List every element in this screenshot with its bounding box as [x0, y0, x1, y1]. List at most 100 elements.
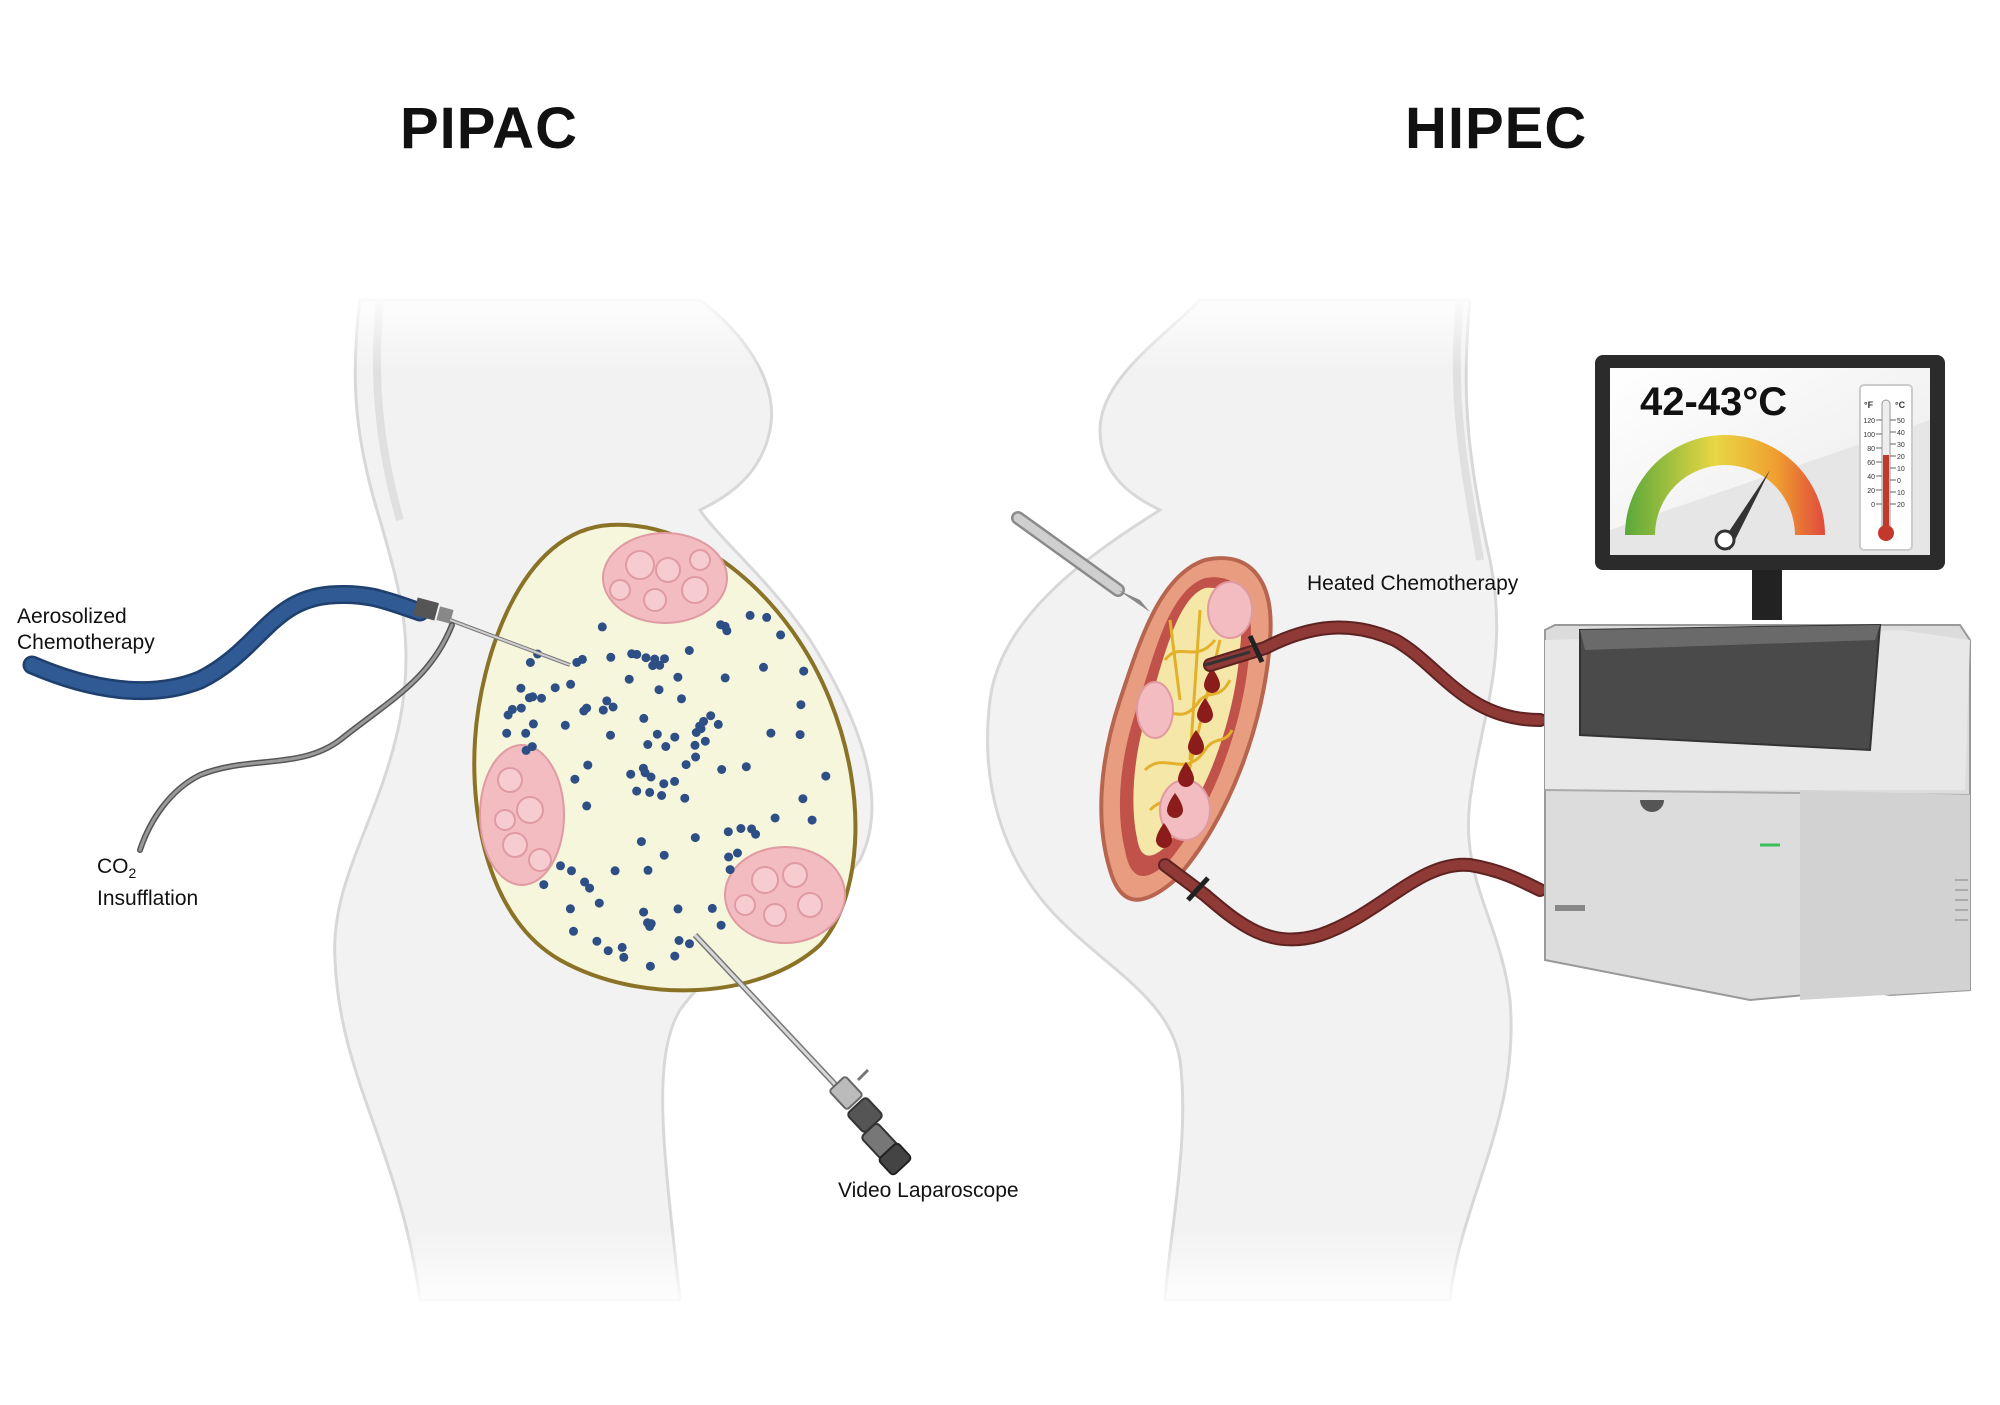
aerosol-droplet: [537, 693, 546, 703]
aerosolized-label-line2: Chemotherapy: [17, 631, 155, 654]
thermo-f-tick: 80: [1867, 446, 1875, 453]
aerosol-droplet: [521, 728, 531, 738]
aerosol-droplet: [582, 703, 592, 713]
thermo-c-tick: 10: [1897, 490, 1905, 497]
open-abdomen-incision: [1099, 556, 1273, 902]
aerosol-droplet: [690, 833, 700, 843]
scalpel-icon: [1011, 511, 1150, 612]
aerosol-droplet: [560, 720, 570, 730]
thermo-c-tick: 20: [1897, 454, 1905, 461]
aerosol-droplet: [670, 732, 680, 742]
aerosol-droplet: [583, 760, 593, 770]
video-laparoscope-label: Video Laparoscope: [838, 1179, 1019, 1202]
aerosol-droplet: [716, 620, 726, 630]
aerosol-droplet: [673, 672, 683, 682]
aerosol-droplet: [582, 801, 592, 811]
monitor-temperature-readout: 42-43°C: [1640, 380, 1788, 424]
thermo-f-tick: 100: [1863, 432, 1875, 439]
aerosol-droplet: [645, 961, 655, 971]
co2-label-main: CO: [97, 855, 129, 878]
aerosol-droplet: [565, 904, 575, 914]
thermo-f-tick: 60: [1867, 460, 1875, 467]
aerosol-droplet: [677, 694, 686, 704]
aerosol-droplet: [670, 951, 680, 961]
aerosol-droplet: [606, 652, 616, 662]
co2-tube: [137, 622, 455, 853]
aerosol-droplet: [798, 794, 808, 804]
aerosol-droplet: [723, 827, 733, 837]
aerosol-droplet: [673, 904, 683, 914]
thermo-c-tick: 50: [1897, 418, 1905, 425]
aerosol-droplet: [580, 877, 590, 887]
aerosol-droplet: [660, 654, 669, 664]
aerosol-droplet: [680, 793, 690, 803]
aerosol-droplet: [674, 936, 684, 945]
aerosol-droplet: [661, 742, 671, 751]
aerosol-droplet: [716, 920, 726, 930]
aerosol-droplet: [736, 824, 746, 833]
aerosol-droplet: [556, 861, 565, 871]
aerosol-droplet: [648, 661, 658, 671]
aerosol-droplet: [770, 813, 780, 823]
aerosol-droplet: [724, 852, 734, 862]
aerosol-droplet: [796, 700, 806, 710]
aerosol-droplet: [762, 612, 772, 622]
aerosol-droplet: [659, 850, 669, 860]
aerosol-droplet: [626, 769, 636, 779]
aerosol-droplet: [585, 883, 595, 893]
aerosol-droplet: [759, 662, 768, 672]
aerosol-droplet: [745, 610, 755, 620]
aerosol-droplet: [567, 866, 576, 876]
aerosol-droplet: [503, 710, 513, 720]
aerosol-droplet: [632, 649, 642, 659]
aerosol-droplet: [624, 674, 634, 684]
aerosol-droplet: [707, 903, 717, 913]
hipec-title: HIPEC: [1405, 96, 1588, 161]
aerosol-droplet: [641, 653, 651, 663]
aerosol-droplet: [521, 745, 531, 755]
aerosol-droplet: [699, 716, 709, 726]
tumor-nodules-left: [479, 532, 846, 944]
aerosol-droplet: [733, 848, 742, 858]
aerosol-droplet: [643, 865, 653, 875]
co2-label-line2: Insufflation: [97, 887, 199, 911]
aerosol-droplet: [598, 705, 608, 715]
heated-chemotherapy-label: Heated Chemotherapy: [1307, 572, 1519, 595]
aerosol-droplet: [795, 730, 805, 740]
thermo-c-tick: 20: [1897, 502, 1905, 509]
aerosol-droplet: [722, 626, 732, 636]
aerosol-droplet: [652, 729, 662, 739]
thermo-c-tick: 10: [1897, 466, 1905, 473]
thermo-c-unit: °C: [1895, 400, 1906, 410]
aerosol-droplet: [643, 740, 653, 749]
aerosol-droplet: [539, 880, 549, 890]
thermo-f-tick: 0: [1871, 502, 1875, 509]
aerosol-droplet: [766, 728, 776, 738]
aerosol-droplet: [681, 760, 691, 770]
aerosol-droplet: [691, 752, 701, 762]
thermo-f-unit: °F: [1864, 400, 1874, 410]
aerosol-droplet: [619, 952, 629, 962]
aerosolized-chemotherapy-label: Aerosolized Chemotherapy: [17, 604, 155, 656]
aerosol-droplet: [725, 865, 735, 875]
thermo-c-tick: 30: [1897, 442, 1905, 449]
aerosol-droplet: [720, 673, 730, 683]
aerosol-droplet: [657, 791, 667, 800]
aerosol-droplet: [638, 763, 648, 773]
aerosol-droplet: [632, 786, 642, 796]
aerosol-droplet: [799, 666, 809, 676]
aerosol-droplet: [700, 736, 710, 746]
aerosol-droplet: [502, 728, 512, 738]
aerosol-droplet: [821, 771, 831, 781]
aerosol-droplet: [524, 693, 534, 703]
heated-chemo-tubes: [1158, 620, 1547, 947]
aerosol-droplet: [569, 926, 578, 936]
aerosol-droplet: [603, 946, 613, 956]
aerosol-droplet: [639, 713, 649, 723]
aerosol-droplet: [525, 658, 535, 667]
aerosol-droplet: [639, 907, 649, 917]
thermo-f-tick: 20: [1867, 488, 1875, 495]
aerosol-droplet: [602, 696, 612, 706]
